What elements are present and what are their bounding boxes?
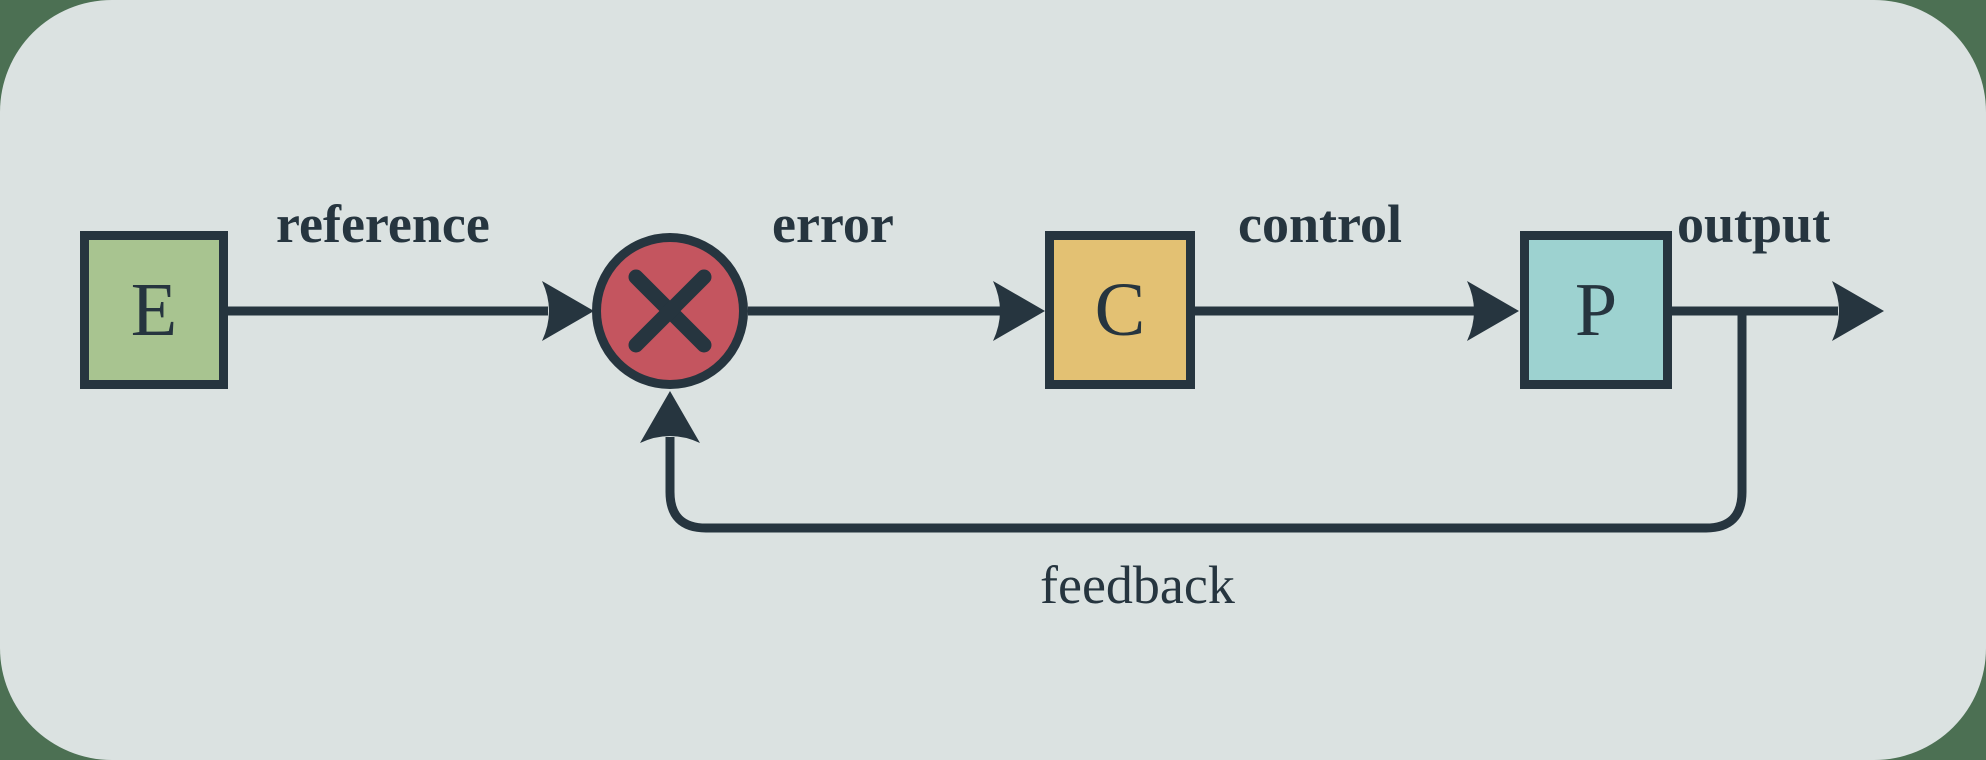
arrowhead-error	[993, 281, 1045, 341]
multiply-icon	[628, 269, 712, 353]
edge-label-reference: reference	[276, 194, 490, 254]
wire-error	[748, 281, 1045, 341]
edge-label-output: output	[1677, 194, 1831, 254]
arrowhead-feedback	[640, 391, 700, 443]
block-summing-junction[interactable]	[592, 233, 748, 389]
arrowhead-control	[1467, 281, 1519, 341]
block-label-controller: C	[1094, 268, 1146, 352]
wire-control	[1195, 281, 1519, 341]
block-plant[interactable]	[1520, 231, 1672, 389]
wire-feedback	[640, 311, 1747, 533]
block-label-plant: P	[1574, 268, 1618, 352]
wire-reference	[228, 281, 594, 341]
wire-output	[1672, 281, 1884, 341]
block-label-estimator: E	[130, 268, 178, 352]
edge-label-feedback: feedback	[1040, 555, 1235, 615]
arrowhead-output	[1832, 281, 1884, 341]
block-controller[interactable]	[1045, 231, 1195, 389]
arrowhead-reference	[542, 281, 594, 341]
edge-label-error: error	[772, 194, 894, 254]
edge-label-control: control	[1238, 194, 1402, 254]
block-estimator[interactable]	[80, 231, 228, 389]
